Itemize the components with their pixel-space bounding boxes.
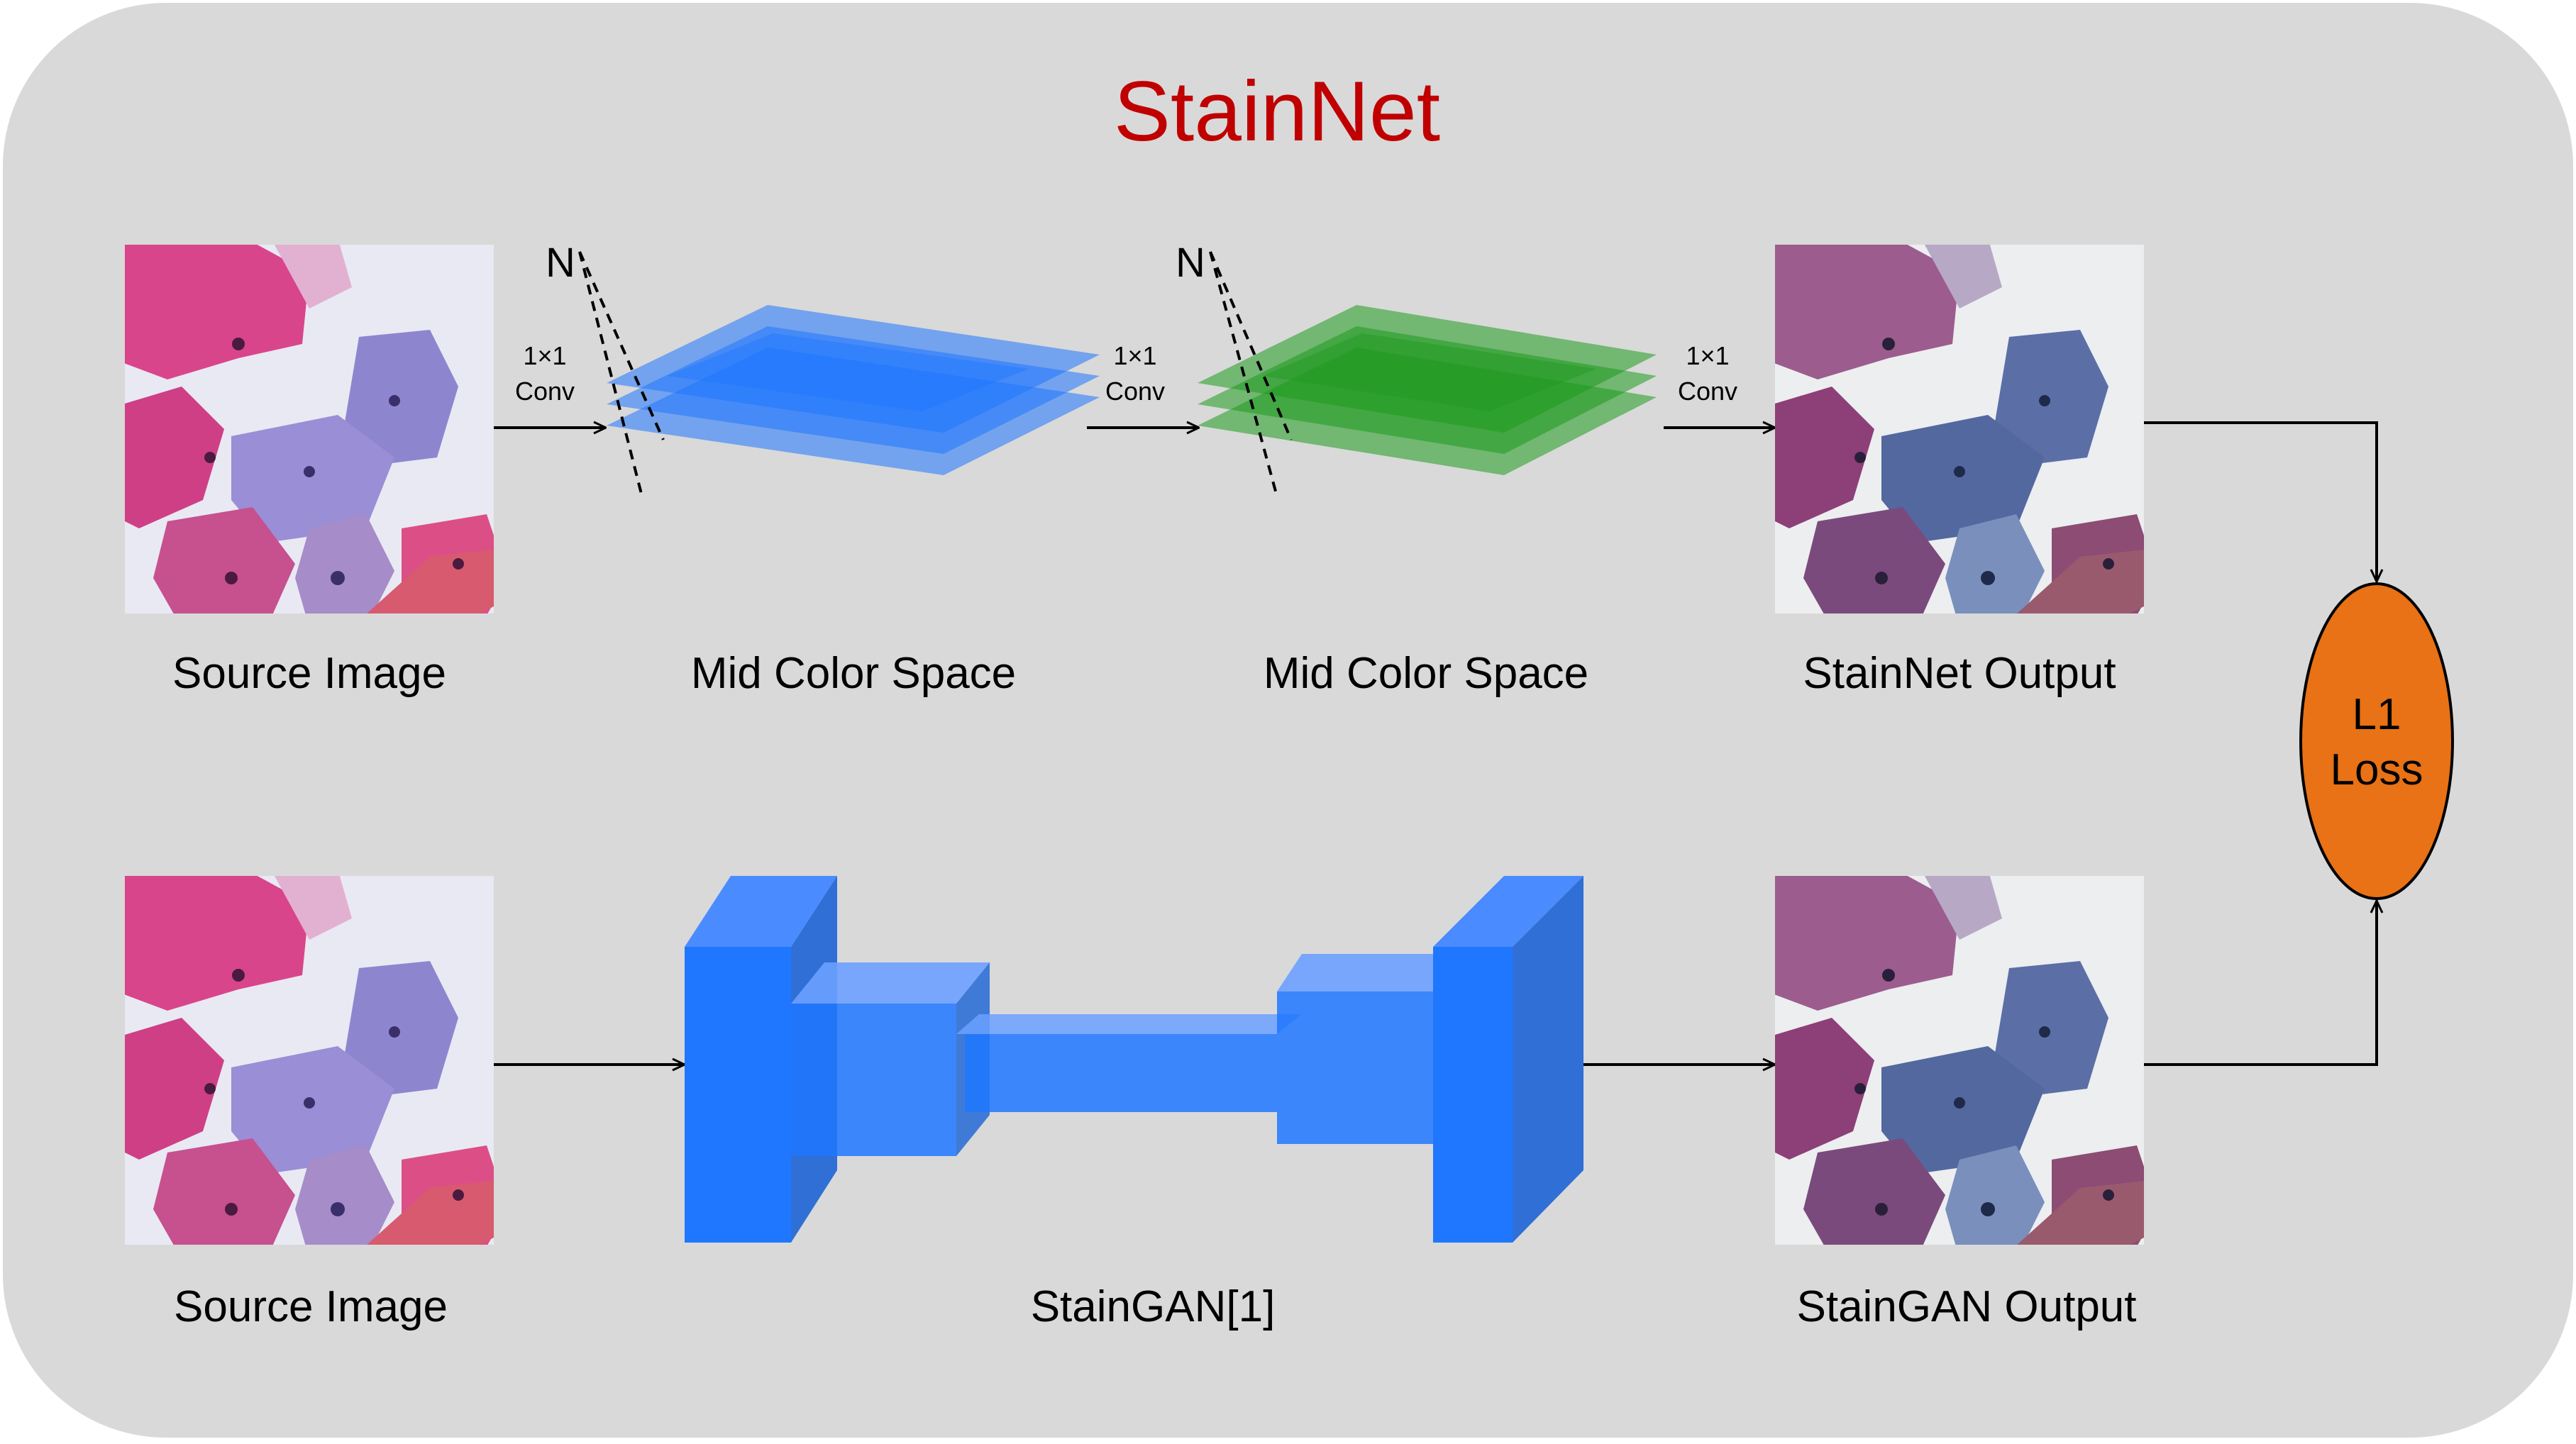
conv3-label-line1: 1×1 — [1686, 341, 1729, 370]
stainnet-output-image — [1761, 231, 2158, 642]
staingan-network — [685, 876, 1583, 1243]
l1-loss-label-line1: L1 — [2353, 690, 2401, 739]
mid-color-space-green-stack — [1198, 305, 1657, 475]
source-image-bottom — [111, 862, 508, 1273]
conv2-label-line2: Conv — [1105, 377, 1165, 406]
stainnet-output-label: StainNet Output — [1803, 649, 2116, 698]
n2-dashed-lines — [1209, 251, 1293, 497]
staingan-output-image — [1761, 862, 2158, 1273]
source-image-top — [111, 231, 508, 642]
staingan-output-label: StainGAN Output — [1796, 1282, 2136, 1331]
n2-label: N — [1176, 240, 1205, 286]
n1-label: N — [546, 240, 575, 286]
n1-dashed-lines — [578, 251, 665, 497]
conv1-label-line2: Conv — [515, 377, 575, 406]
mid-color-space-2-label: Mid Color Space — [1264, 649, 1588, 698]
source-image-top-label: Source Image — [172, 649, 446, 698]
connector-staingan-to-loss — [2144, 901, 2377, 1066]
conv2-label-line1: 1×1 — [1113, 341, 1156, 370]
conv3-label-line2: Conv — [1678, 377, 1737, 406]
diagram-title: StainNet — [1114, 64, 1440, 159]
mid-color-space-blue-stack — [607, 305, 1100, 475]
conv1-label-line1: 1×1 — [523, 341, 566, 370]
l1-loss-label-line2: Loss — [2331, 745, 2423, 794]
l1-loss-node — [2299, 582, 2454, 900]
source-image-bottom-label: Source Image — [174, 1282, 448, 1331]
connector-stainnet-to-loss — [2144, 421, 2377, 582]
mid-color-space-1-label: Mid Color Space — [691, 649, 1016, 698]
staingan-label: StainGAN[1] — [1031, 1282, 1276, 1331]
